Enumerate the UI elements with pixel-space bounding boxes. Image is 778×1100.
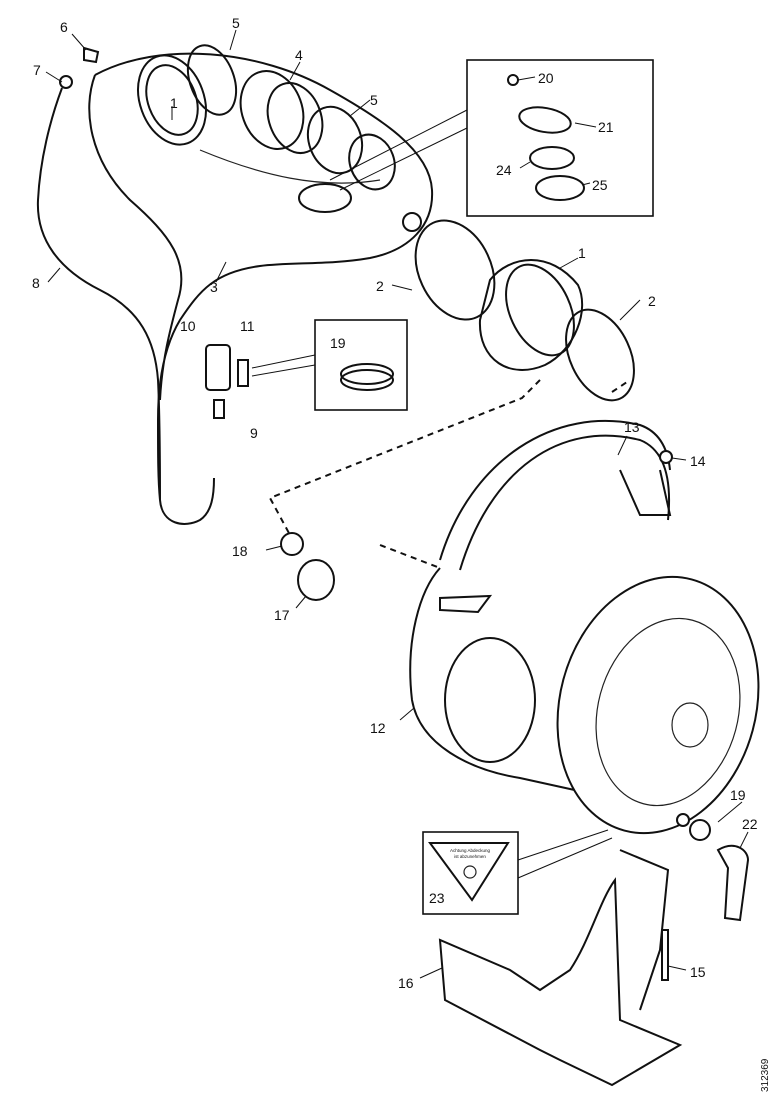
callout-22: 22 <box>742 816 758 832</box>
bolt-part-15 <box>661 929 669 981</box>
callout-24: 24 <box>496 162 512 178</box>
callout-8: 8 <box>32 275 40 291</box>
callout-13: 13 <box>624 419 640 435</box>
clamp-part-2b <box>565 308 635 402</box>
detail-inset-valve <box>329 59 654 217</box>
warning-triangle-icon <box>428 842 510 902</box>
callout-15: 15 <box>690 964 706 980</box>
connector-part-7 <box>59 75 73 89</box>
warning-label-line-2: ist abzunehmen <box>454 854 486 859</box>
fitting-part-9 <box>213 399 225 419</box>
callout-7: 7 <box>33 62 41 78</box>
assembly-line-1 <box>268 379 541 536</box>
dust-valve-group <box>280 532 335 601</box>
sensor-part-10 <box>205 344 231 391</box>
nipple-part-6 <box>83 46 100 64</box>
callout-25: 25 <box>592 177 608 193</box>
inlet-opening <box>444 637 536 763</box>
valve-part-18 <box>280 532 304 556</box>
clamp-part-5a <box>186 44 238 116</box>
callout-2-right: 2 <box>648 293 656 309</box>
callout-10: 10 <box>180 318 196 334</box>
intake-pipe-housing <box>88 52 434 501</box>
callout-12: 12 <box>370 720 386 736</box>
callout-23: 23 <box>429 890 445 906</box>
warning-label-line-1: Achtung Abdeckung <box>450 848 491 853</box>
callout-14: 14 <box>690 453 706 469</box>
leader-lines <box>45 29 749 979</box>
clip-part-11 <box>237 359 249 387</box>
callout-21: 21 <box>598 119 614 135</box>
assembly-line-3 <box>611 379 631 393</box>
clamp-part-2a <box>414 219 496 321</box>
clamp-part-19b <box>689 819 711 841</box>
callout-19-inset: 19 <box>330 335 346 351</box>
callout-19-lower: 19 <box>730 787 746 803</box>
pipe-outlet <box>298 183 352 213</box>
callout-9: 9 <box>250 425 258 441</box>
callout-4: 4 <box>295 47 303 63</box>
sensor-group <box>205 344 249 419</box>
callout-6: 6 <box>60 19 68 35</box>
hose-part-1-with-clamps <box>414 219 635 402</box>
upper-clamps <box>137 44 422 232</box>
callout-3: 3 <box>210 279 218 295</box>
cap-part-17 <box>297 559 335 601</box>
callout-5-mid: 5 <box>370 92 378 108</box>
callout-11: 11 <box>240 318 255 334</box>
callout-5-top: 5 <box>232 15 240 31</box>
callout-labels: 6 5 7 4 1 5 20 21 24 25 1 3 8 2 2 10 11 … <box>32 15 771 1092</box>
air-filter-housing-part-12 <box>409 420 760 835</box>
hose-part-8 <box>36 46 215 525</box>
callout-1-upper: 1 <box>170 95 178 111</box>
elbow-part-22 <box>716 844 750 922</box>
clamp-part-5b <box>306 105 364 175</box>
nut-part-14 <box>659 450 673 464</box>
callout-2-left: 2 <box>376 278 384 294</box>
callout-16: 16 <box>398 975 414 991</box>
detail-inset-clamp <box>251 319 408 411</box>
assembly-line-2 <box>379 544 441 569</box>
mounting-bracket-part-16 <box>438 813 750 1087</box>
callout-17: 17 <box>274 607 290 623</box>
callout-18: 18 <box>232 543 248 559</box>
drawing-code: 312369 <box>760 1058 771 1092</box>
callout-20: 20 <box>538 70 554 86</box>
callout-1-right: 1 <box>578 245 586 261</box>
warning-label-inset: Achtung Abdeckung ist abzunehmen <box>422 829 613 915</box>
